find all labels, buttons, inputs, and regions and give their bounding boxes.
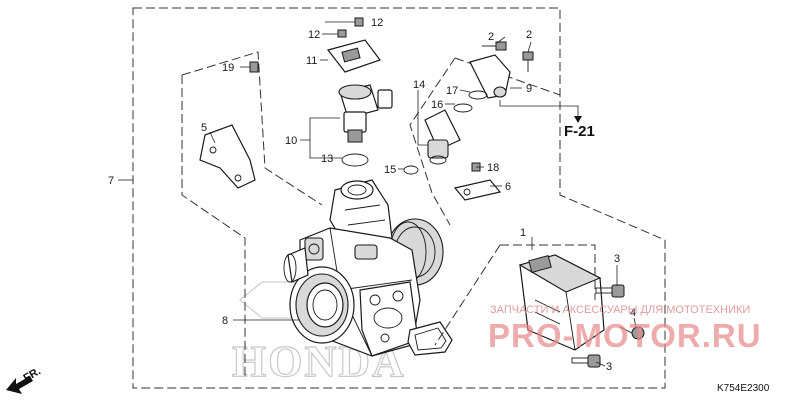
throttle-body <box>283 179 444 357</box>
ref-arrow <box>574 116 582 123</box>
label-3-lower: 3 <box>606 361 612 373</box>
label-2-left: 2 <box>488 31 494 43</box>
label-9: 9 <box>526 83 532 95</box>
label-7: 7 <box>108 175 114 187</box>
gasket <box>407 321 453 356</box>
label-5: 5 <box>201 122 207 134</box>
label-10: 10 <box>285 135 297 147</box>
watermark-tagline: ЗАПЧАСТИ И АКСЕССУАРЫ ДЛЯ МОТОТЕХНИКИ <box>490 304 750 316</box>
bolt-2-right <box>522 51 534 72</box>
label-18: 18 <box>487 162 499 174</box>
sensor-10 <box>338 84 393 143</box>
front-direction-indicator: FR. <box>6 365 43 394</box>
watermark-site: PRO-MOTOR.RU <box>488 317 762 354</box>
screw-upper <box>595 284 625 298</box>
drawing-code: K754E2300 <box>717 383 770 394</box>
label-15: 15 <box>384 164 396 176</box>
seal-15 <box>403 165 419 175</box>
label-11: 11 <box>306 55 317 67</box>
label-17: 17 <box>446 85 458 97</box>
label-3-upper: 3 <box>614 253 620 265</box>
screw-lower <box>571 354 601 368</box>
label-8: 8 <box>222 315 228 327</box>
front-label: FR. <box>22 365 43 384</box>
plate-11 <box>326 39 381 73</box>
label-12-b: 12 <box>308 29 320 41</box>
o-ring-13 <box>341 153 369 167</box>
label-16: 16 <box>431 99 443 111</box>
inner-frame-top <box>181 51 323 206</box>
inner-frame-left <box>181 75 246 380</box>
front-arrow-icon <box>6 376 33 394</box>
part-labels: 1 2 2 3 3 4 5 6 7 8 9 10 11 12 12 13 14 … <box>108 17 636 373</box>
screw-12-b <box>337 29 347 38</box>
label-13: 13 <box>321 153 333 165</box>
label-6: 6 <box>505 181 511 193</box>
sensor-unit <box>518 254 605 351</box>
seal-17 <box>468 90 488 100</box>
o-ring-16 <box>453 103 473 113</box>
bolt-19 <box>249 61 259 73</box>
label-12-a: 12 <box>371 17 383 29</box>
bracket-6 <box>453 179 502 201</box>
label-14: 14 <box>413 79 425 91</box>
screw-small <box>619 326 645 340</box>
bracket-5 <box>199 124 256 189</box>
sensor-group-link <box>434 244 501 346</box>
label-4: 4 <box>630 307 636 319</box>
leader-lines <box>118 21 637 367</box>
label-19: 19 <box>222 62 234 74</box>
injector-14 <box>424 109 461 165</box>
reference-f21: F-21 <box>564 123 595 140</box>
bracket-9 <box>469 54 511 99</box>
label-1: 1 <box>520 227 526 239</box>
screw-12-a <box>354 17 364 27</box>
assembly-frame <box>132 7 666 389</box>
bolt-2-left <box>482 41 507 51</box>
label-2-right: 2 <box>526 29 532 41</box>
inner-frame-injector <box>409 57 456 226</box>
